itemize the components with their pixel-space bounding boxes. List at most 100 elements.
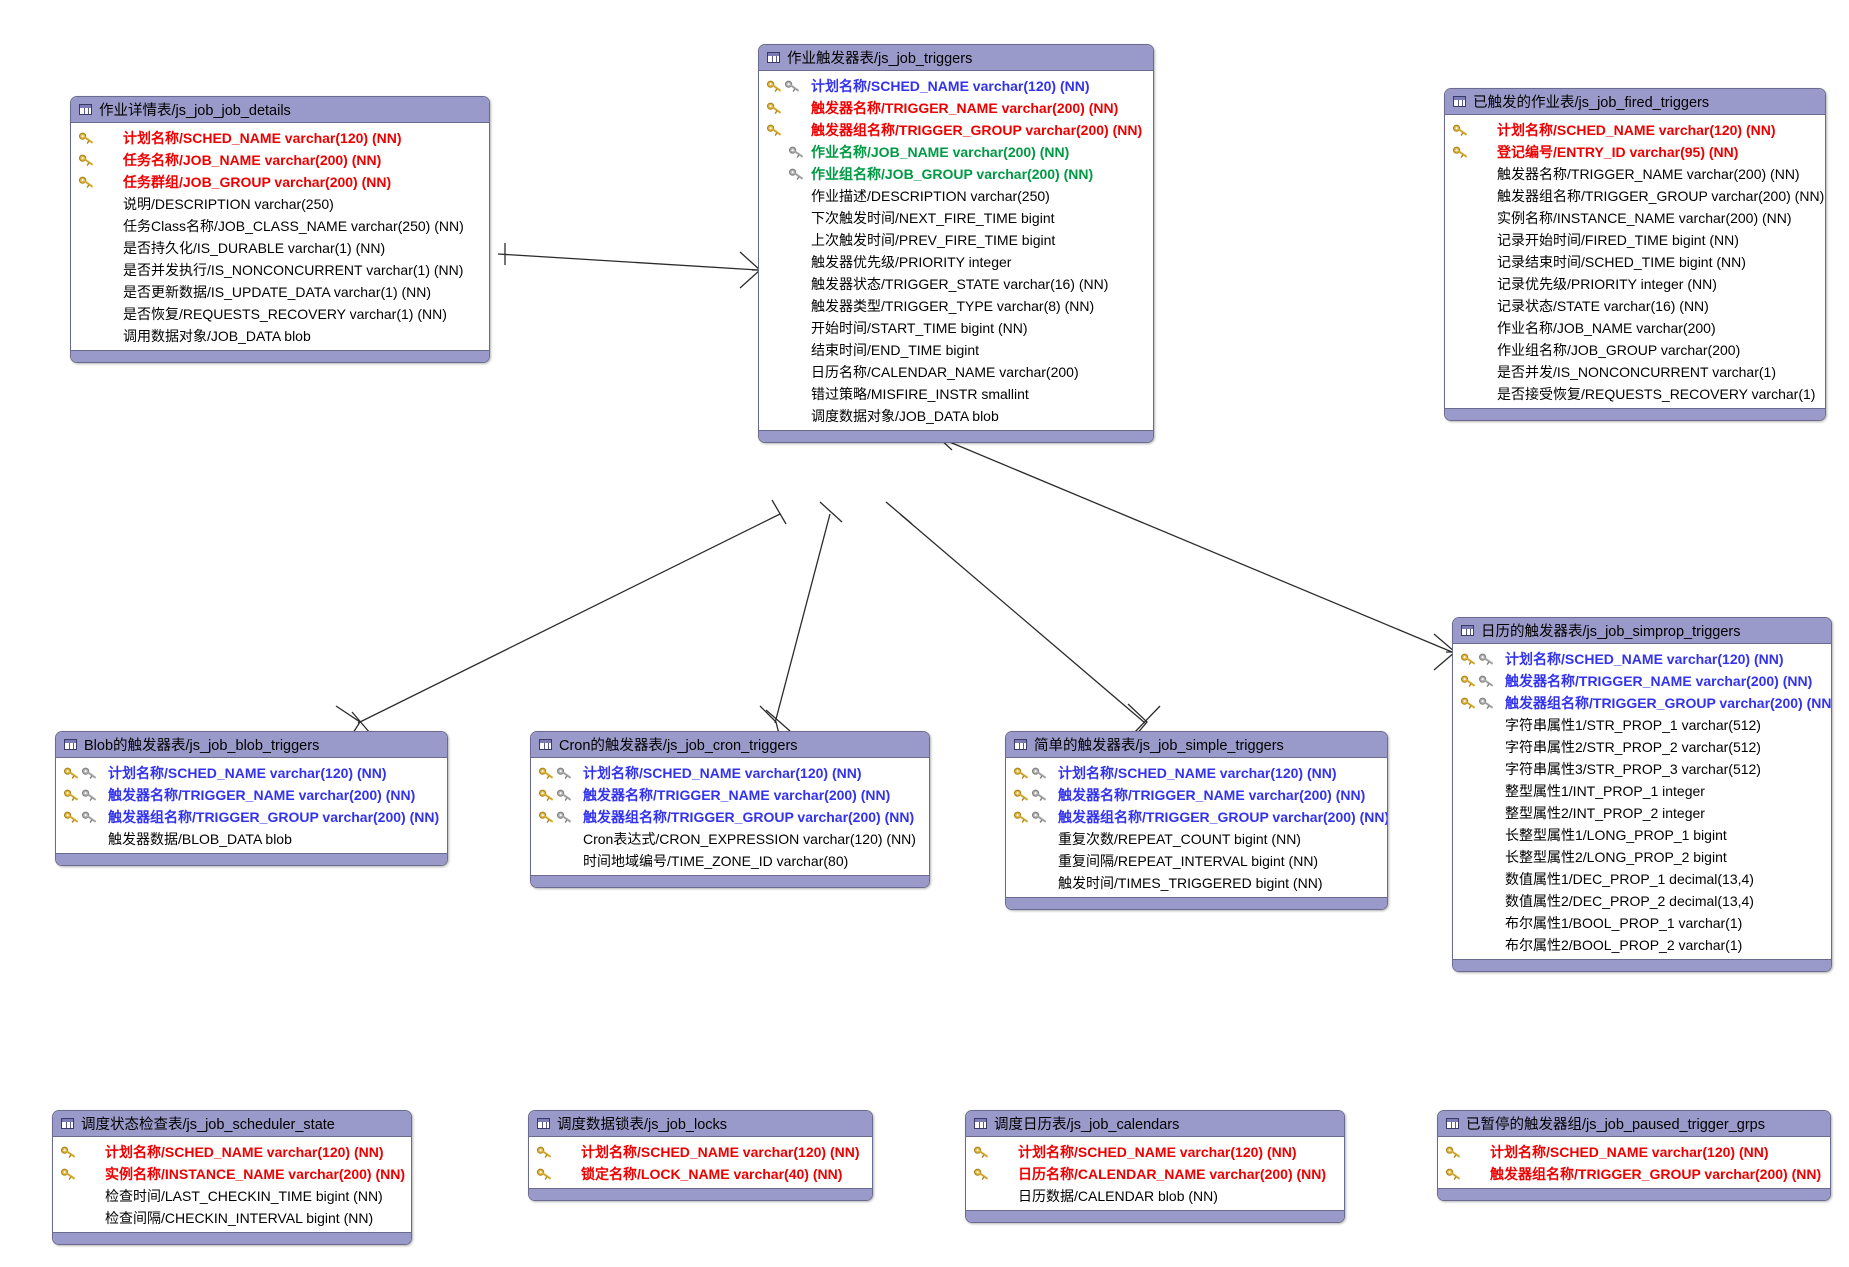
column-row[interactable]: 结束时间/END_TIME bigint [759, 339, 1153, 361]
column-row[interactable]: 触发器名称/TRIGGER_NAME varchar(200) (NN) [531, 784, 929, 806]
column-row[interactable]: 字符串属性2/STR_PROP_2 varchar(512) [1453, 736, 1831, 758]
column-label: 触发器类型/TRIGGER_TYPE varchar(8) (NN) [811, 298, 1095, 314]
column-row[interactable]: 日历名称/CALENDAR_NAME varchar(200) (NN) [966, 1163, 1344, 1185]
column-row[interactable]: 作业组名称/JOB_GROUP varchar(200) [1445, 339, 1825, 361]
column-row[interactable]: 触发器组名称/TRIGGER_GROUP varchar(200) (NN) [531, 806, 929, 828]
column-row[interactable]: 字符串属性1/STR_PROP_1 varchar(512) [1453, 714, 1831, 736]
primary-key-icon [1014, 767, 1029, 780]
column-row[interactable]: 调用数据对象/JOB_DATA blob [71, 325, 489, 347]
column-row[interactable]: 调度数据对象/JOB_DATA blob [759, 405, 1153, 427]
column-row[interactable]: 触发器名称/TRIGGER_NAME varchar(200) (NN) [56, 784, 447, 806]
column-row[interactable]: 任务群组/JOB_GROUP varchar(200) (NN) [71, 171, 489, 193]
column-row[interactable]: 锁定名称/LOCK_NAME varchar(40) (NN) [529, 1163, 872, 1185]
column-row[interactable]: 触发器组名称/TRIGGER_GROUP varchar(200) (NN) [759, 119, 1153, 141]
column-row[interactable]: 数值属性2/DEC_PROP_2 decimal(13,4) [1453, 890, 1831, 912]
column-row[interactable]: 触发器组名称/TRIGGER_GROUP varchar(200) (NN) [56, 806, 447, 828]
column-row[interactable]: 触发器类型/TRIGGER_TYPE varchar(8) (NN) [759, 295, 1153, 317]
column-row[interactable]: 是否并发执行/IS_NONCONCURRENT varchar(1) (NN) [71, 259, 489, 281]
column-row[interactable]: 记录状态/STATE varchar(16) (NN) [1445, 295, 1825, 317]
column-label: 是否恢复/REQUESTS_RECOVERY varchar(1) (NN) [123, 306, 447, 322]
column-row[interactable]: 字符串属性3/STR_PROP_3 varchar(512) [1453, 758, 1831, 780]
column-row[interactable]: 触发器组名称/TRIGGER_GROUP varchar(200) (NN) [1006, 806, 1387, 828]
column-row[interactable]: 计划名称/SCHED_NAME varchar(120) (NN) [1445, 119, 1825, 141]
column-row[interactable]: 重复次数/REPEAT_COUNT bigint (NN) [1006, 828, 1387, 850]
column-label: 触发器组名称/TRIGGER_GROUP varchar(200) (NN) [1505, 695, 1832, 711]
column-row[interactable]: 触发器数据/BLOB_DATA blob [56, 828, 447, 850]
column-row[interactable]: 整型属性1/INT_PROP_1 integer [1453, 780, 1831, 802]
column-row[interactable]: 下次触发时间/NEXT_FIRE_TIME bigint [759, 207, 1153, 229]
column-row[interactable]: 记录结束时间/SCHED_TIME bigint (NN) [1445, 251, 1825, 273]
column-row[interactable]: 触发器名称/TRIGGER_NAME varchar(200) (NN) [1453, 670, 1831, 692]
column-row[interactable]: 是否更新数据/IS_UPDATE_DATA varchar(1) (NN) [71, 281, 489, 303]
primary-key-icon [64, 811, 79, 824]
column-row[interactable]: 计划名称/SCHED_NAME varchar(120) (NN) [1453, 648, 1831, 670]
column-row[interactable]: 计划名称/SCHED_NAME varchar(120) (NN) [529, 1141, 872, 1163]
column-row[interactable]: 是否恢复/REQUESTS_RECOVERY varchar(1) (NN) [71, 303, 489, 325]
column-row[interactable]: 触发时间/TIMES_TRIGGERED bigint (NN) [1006, 872, 1387, 894]
column-row[interactable]: 登记编号/ENTRY_ID varchar(95) (NN) [1445, 141, 1825, 163]
column-row[interactable]: 开始时间/START_TIME bigint (NN) [759, 317, 1153, 339]
column-row[interactable]: 计划名称/SCHED_NAME varchar(120) (NN) [1006, 762, 1387, 784]
column-row[interactable]: 作业组名称/JOB_GROUP varchar(200) (NN) [759, 163, 1153, 185]
column-row[interactable]: 任务Class名称/JOB_CLASS_NAME varchar(250) (N… [71, 215, 489, 237]
column-row[interactable]: 是否持久化/IS_DURABLE varchar(1) (NN) [71, 237, 489, 259]
column-row[interactable]: 记录优先级/PRIORITY integer (NN) [1445, 273, 1825, 295]
column-row[interactable]: 计划名称/SCHED_NAME varchar(120) (NN) [71, 127, 489, 149]
column-row[interactable]: 整型属性2/INT_PROP_2 integer [1453, 802, 1831, 824]
entity-title: Blob的触发器表/js_job_blob_triggers [84, 738, 320, 754]
column-row[interactable]: 触发器状态/TRIGGER_STATE varchar(16) (NN) [759, 273, 1153, 295]
column-row[interactable]: 作业名称/JOB_NAME varchar(200) [1445, 317, 1825, 339]
column-row[interactable]: 长整型属性2/LONG_PROP_2 bigint [1453, 846, 1831, 868]
key-indicators [64, 767, 108, 780]
column-row[interactable]: 时间地域编号/TIME_ZONE_ID varchar(80) [531, 850, 929, 872]
column-row[interactable]: 检查间隔/CHECKIN_INTERVAL bigint (NN) [53, 1207, 411, 1229]
column-row[interactable]: 触发器组名称/TRIGGER_GROUP varchar(200) (NN) [1445, 185, 1825, 207]
column-label: 是否接受恢复/REQUESTS_RECOVERY varchar(1) [1497, 386, 1816, 402]
column-row[interactable]: 触发器名称/TRIGGER_NAME varchar(200) (NN) [1006, 784, 1387, 806]
column-row[interactable]: 上次触发时间/PREV_FIRE_TIME bigint [759, 229, 1153, 251]
column-row[interactable]: 计划名称/SCHED_NAME varchar(120) (NN) [1438, 1141, 1830, 1163]
column-row[interactable]: 计划名称/SCHED_NAME varchar(120) (NN) [759, 75, 1153, 97]
column-row[interactable]: 布尔属性2/BOOL_PROP_2 varchar(1) [1453, 934, 1831, 956]
column-row[interactable]: 实例名称/INSTANCE_NAME varchar(200) (NN) [53, 1163, 411, 1185]
column-row[interactable]: 布尔属性1/BOOL_PROP_1 varchar(1) [1453, 912, 1831, 934]
column-row[interactable]: 记录开始时间/FIRED_TIME bigint (NN) [1445, 229, 1825, 251]
column-row[interactable]: 计划名称/SCHED_NAME varchar(120) (NN) [53, 1141, 411, 1163]
column-row[interactable]: 错过策略/MISFIRE_INSTR smallint [759, 383, 1153, 405]
column-row[interactable]: 作业描述/DESCRIPTION varchar(250) [759, 185, 1153, 207]
column-label: 触发器组名称/TRIGGER_GROUP varchar(200) (NN) [1058, 809, 1388, 825]
column-row[interactable]: 是否接受恢复/REQUESTS_RECOVERY varchar(1) [1445, 383, 1825, 405]
column-row[interactable]: 触发器组名称/TRIGGER_GROUP varchar(200) (NN) [1453, 692, 1831, 714]
column-row[interactable]: 触发器名称/TRIGGER_NAME varchar(200) (NN) [759, 97, 1153, 119]
column-row[interactable]: 计划名称/SCHED_NAME varchar(120) (NN) [531, 762, 929, 784]
column-row[interactable]: 日历数据/CALENDAR blob (NN) [966, 1185, 1344, 1207]
column-row[interactable]: 是否并发/IS_NONCONCURRENT varchar(1) [1445, 361, 1825, 383]
column-row[interactable]: 任务名称/JOB_NAME varchar(200) (NN) [71, 149, 489, 171]
column-row[interactable]: 日历名称/CALENDAR_NAME varchar(200) [759, 361, 1153, 383]
entity-blob_triggers[interactable]: Blob的触发器表/js_job_blob_triggers 计划名称/SCHED… [55, 731, 448, 866]
column-label: 触发器状态/TRIGGER_STATE varchar(16) (NN) [811, 276, 1109, 292]
column-row[interactable]: Cron表达式/CRON_EXPRESSION varchar(120) (NN… [531, 828, 929, 850]
column-row[interactable]: 作业名称/JOB_NAME varchar(200) (NN) [759, 141, 1153, 163]
column-row[interactable]: 触发器名称/TRIGGER_NAME varchar(200) (NN) [1445, 163, 1825, 185]
column-row[interactable]: 数值属性1/DEC_PROP_1 decimal(13,4) [1453, 868, 1831, 890]
column-row[interactable]: 说明/DESCRIPTION varchar(250) [71, 193, 489, 215]
column-row[interactable]: 触发器组名称/TRIGGER_GROUP varchar(200) (NN) [1438, 1163, 1830, 1185]
column-row[interactable]: 重复间隔/REPEAT_INTERVAL bigint (NN) [1006, 850, 1387, 872]
column-row[interactable]: 计划名称/SCHED_NAME varchar(120) (NN) [966, 1141, 1344, 1163]
column-row[interactable]: 检查时间/LAST_CHECKIN_TIME bigint (NN) [53, 1185, 411, 1207]
column-row[interactable]: 实例名称/INSTANCE_NAME varchar(200) (NN) [1445, 207, 1825, 229]
column-row[interactable]: 触发器优先级/PRIORITY integer [759, 251, 1153, 273]
column-row[interactable]: 计划名称/SCHED_NAME varchar(120) (NN) [56, 762, 447, 784]
column-row[interactable]: 长整型属性1/LONG_PROP_1 bigint [1453, 824, 1831, 846]
